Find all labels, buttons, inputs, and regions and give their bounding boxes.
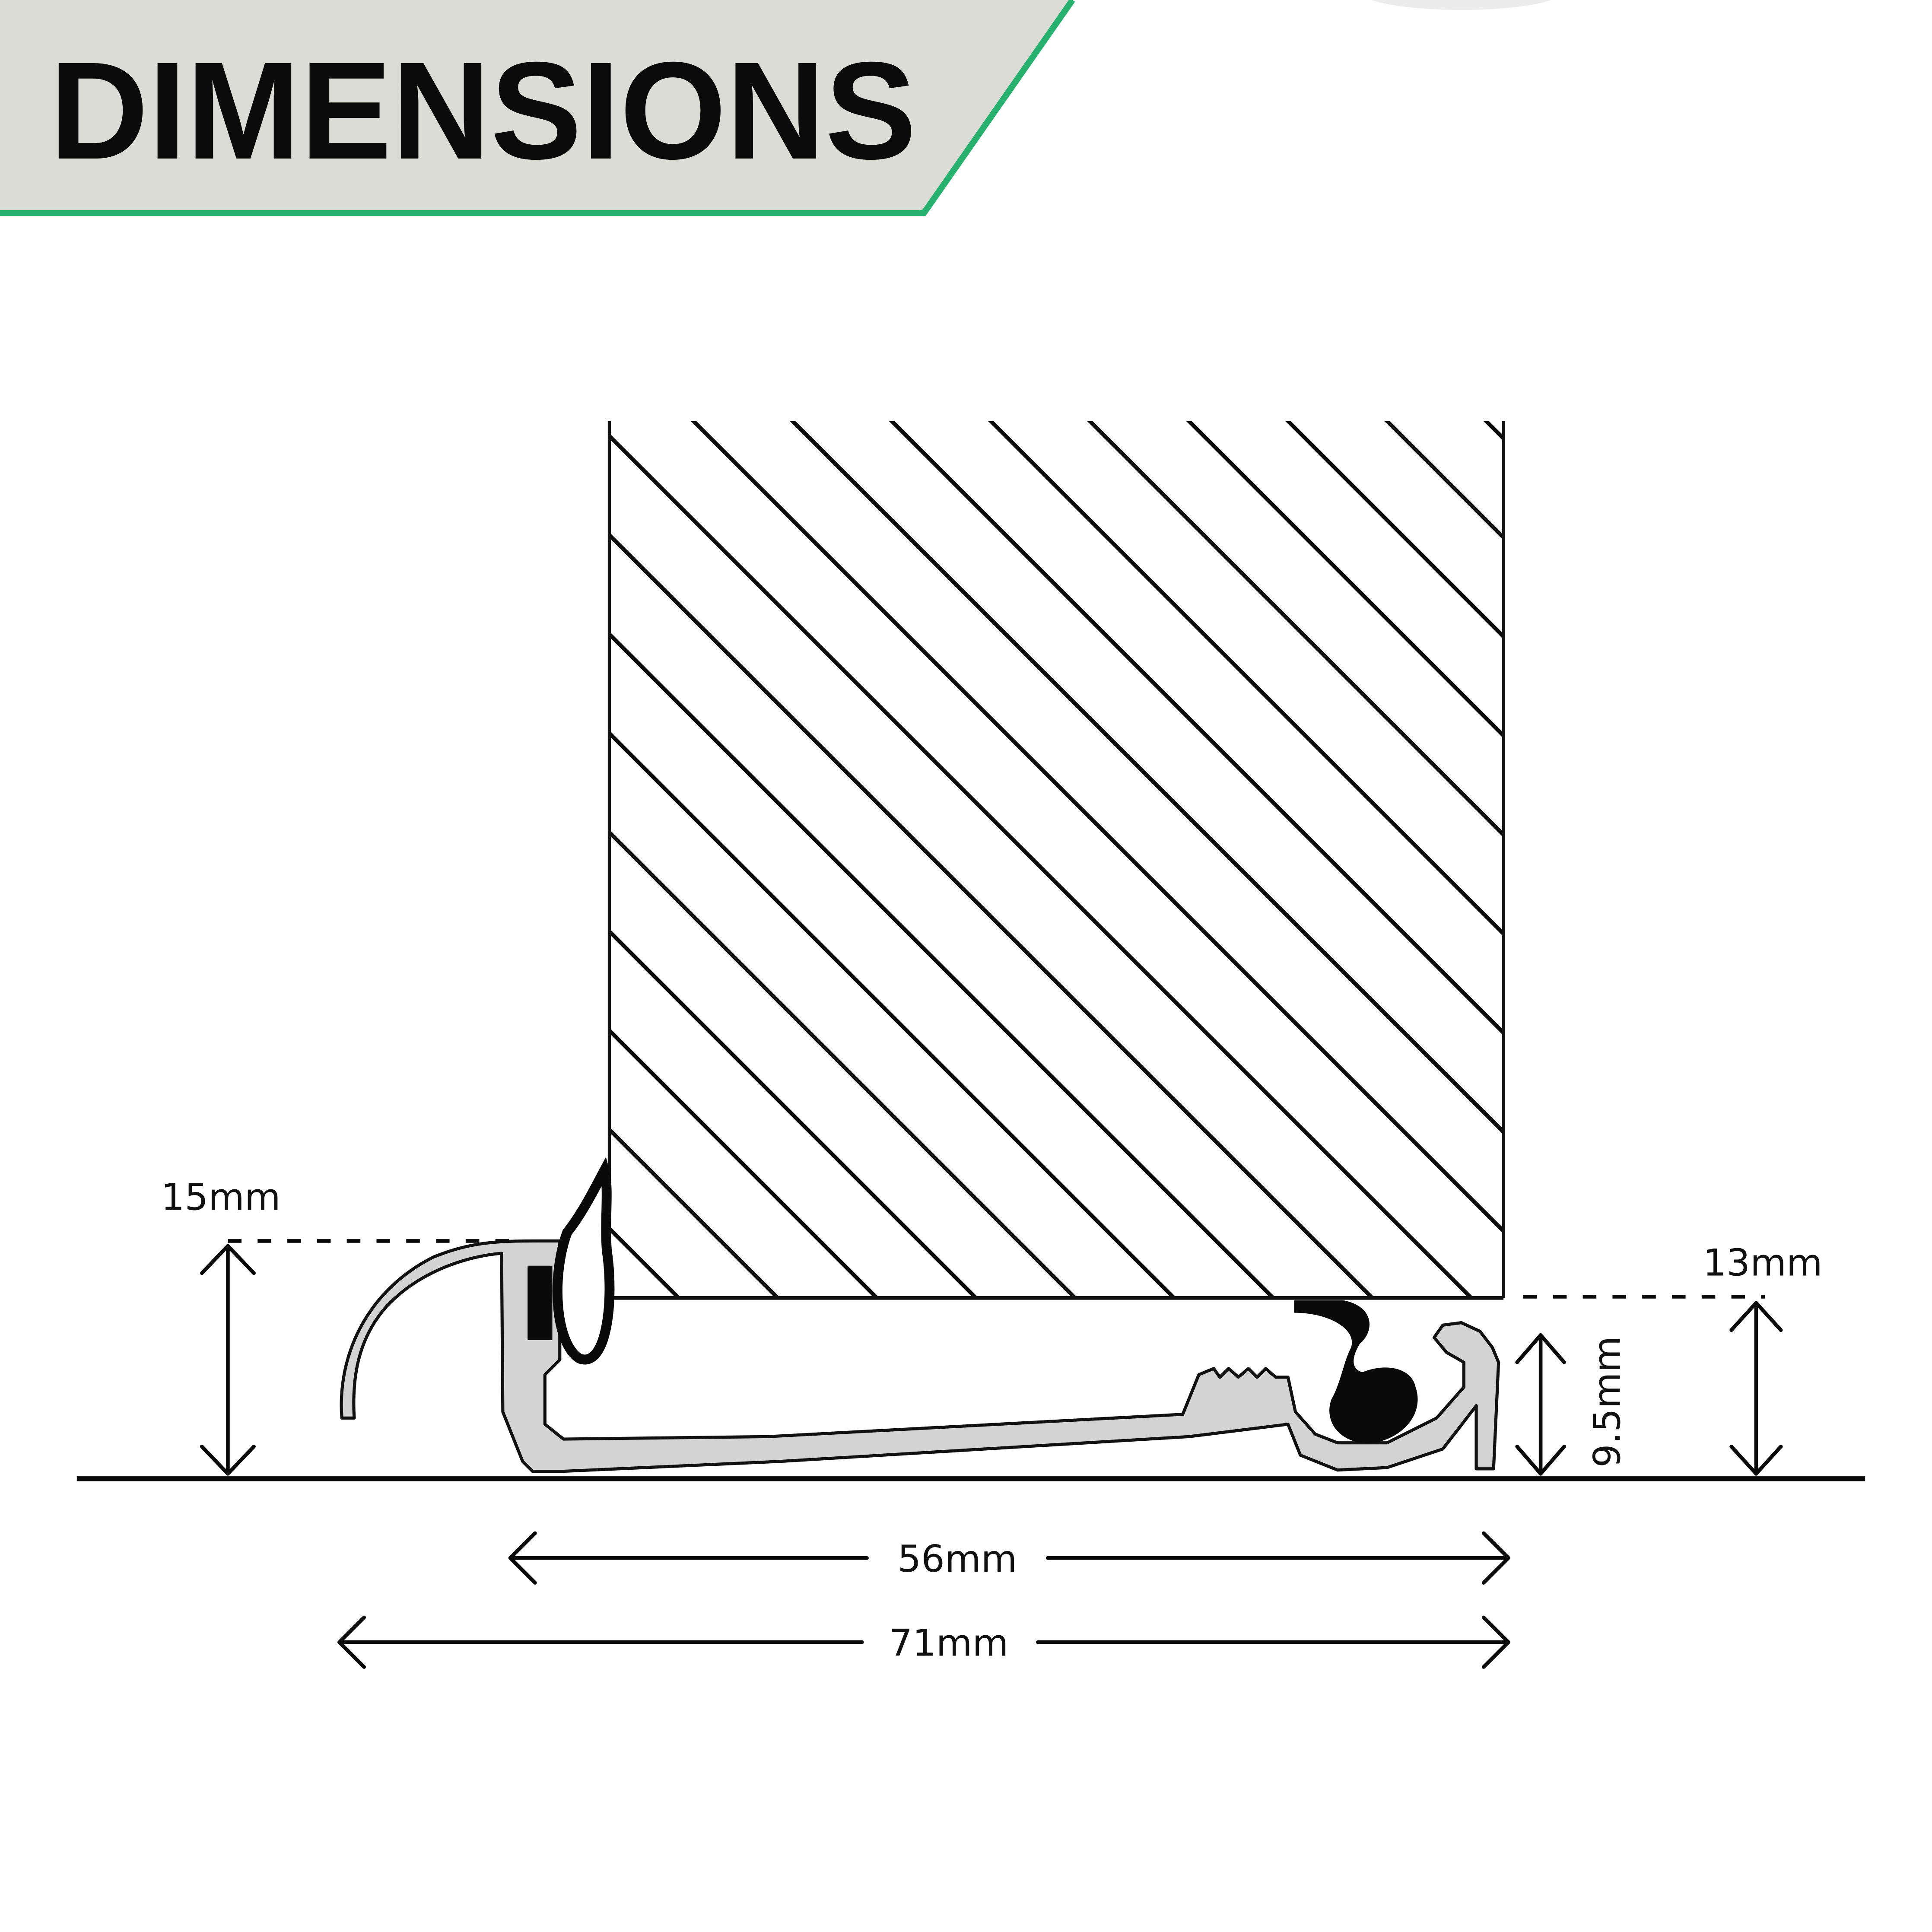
left-bubble-seal	[553, 1157, 615, 1365]
left-gasket-insert	[527, 1265, 553, 1340]
top-smudge	[1372, 0, 1551, 10]
label-9-5mm: 9.5mm	[1586, 1336, 1629, 1468]
right-seal	[1294, 1300, 1418, 1443]
door-section	[607, 421, 1505, 1300]
label-15mm: 15mm	[161, 1176, 281, 1219]
dimension-9-5mm: 9.5mm	[1515, 1333, 1629, 1476]
dimension-56mm: 56mm	[508, 1531, 1510, 1585]
label-56mm: 56mm	[897, 1538, 1017, 1581]
dimension-13mm: 13mm	[1523, 1242, 1823, 1476]
threshold-profile	[340, 1239, 1500, 1473]
label-71mm: 71mm	[889, 1622, 1008, 1665]
header-banner: DIMENSIONS	[0, 0, 1075, 216]
dimension-15mm: 15mm	[161, 1176, 520, 1476]
dimension-71mm: 71mm	[337, 1615, 1510, 1669]
page-title: DIMENSIONS	[50, 33, 917, 188]
label-13mm: 13mm	[1703, 1242, 1823, 1285]
